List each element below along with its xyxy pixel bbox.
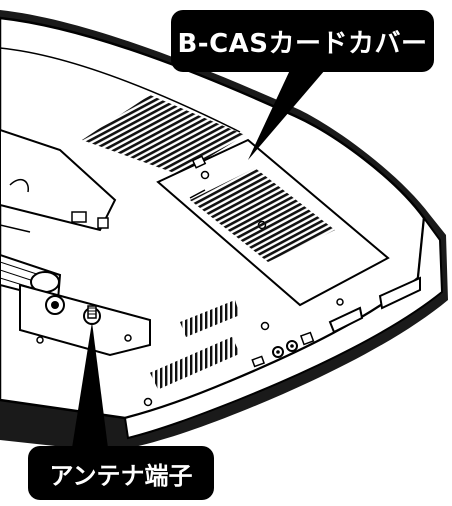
bcas-cover-panel	[156, 138, 390, 307]
bottom-connectors	[251, 298, 344, 368]
upper-vents	[82, 95, 245, 175]
antenna-terminal-label: アンテナ端子	[28, 446, 214, 500]
screws	[143, 397, 153, 407]
stand-hinge	[0, 128, 117, 233]
callout-pointers	[72, 70, 325, 448]
antenna-terminal-area	[19, 283, 151, 357]
lower-vents	[150, 300, 240, 390]
bcas-card-cover-label: B-CASカードカバー	[171, 10, 434, 72]
side-ports	[328, 276, 421, 334]
